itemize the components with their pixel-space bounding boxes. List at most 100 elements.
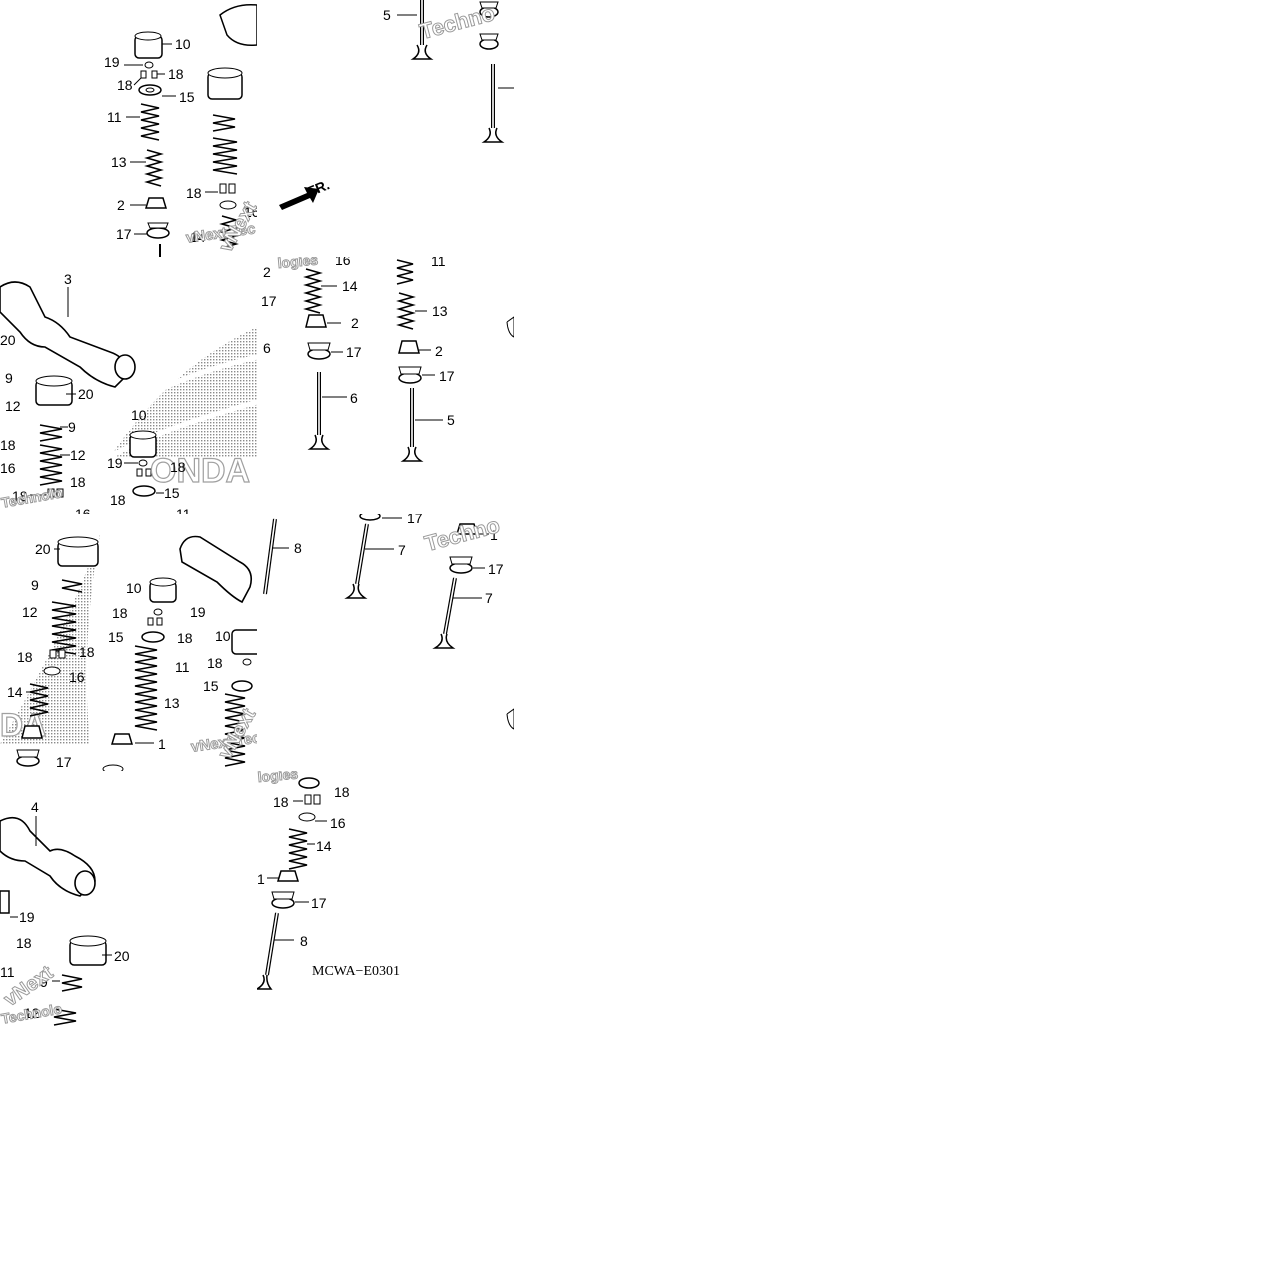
diagram-tile-camshaft-4: 4 19 18 20 11 9 12 vNext Technolo (0, 771, 257, 1028)
callout-18: 18 (12, 488, 28, 504)
callout-18: 18 (70, 474, 86, 490)
callout-13: 13 (164, 695, 180, 711)
callout-12: 12 (22, 604, 38, 620)
callout-18: 18 (110, 492, 126, 508)
callout-2: 2 (435, 343, 443, 359)
diagram-tile-intake-valve-assembly: 10 19 18 18 15 11 13 2 17 14 18 16 vNext… (0, 0, 257, 257)
camshaft-drawing: ONDA (0, 281, 257, 498)
callout-2: 2 (351, 315, 359, 331)
callout-7: 7 (485, 590, 493, 606)
callout-18: 18 (0, 437, 16, 453)
callout-7: 7 (398, 542, 406, 558)
diagram-tile-camshaft-3: ONDA 3 20 9 20 12 10 9 18 12 16 19 18 18… (0, 257, 257, 514)
callout-16: 16 (0, 460, 16, 476)
callout-13: 13 (432, 303, 448, 319)
valve-parts-drawing (124, 3, 257, 257)
callout-10: 10 (126, 580, 142, 596)
callout-17: 17 (346, 344, 362, 360)
callout-12: 12 (5, 398, 21, 414)
callout-20: 20 (0, 332, 16, 348)
callout-18: 18 (112, 605, 128, 621)
callout-18: 18 (168, 66, 184, 82)
callout-18: 18 (177, 630, 193, 646)
callout-13: 13 (111, 154, 127, 170)
callout-19: 19 (190, 604, 206, 620)
callout-11: 11 (0, 964, 15, 980)
callout-18: 18 (273, 794, 289, 810)
callout-15: 15 (179, 89, 195, 105)
callout-18: 18 (16, 935, 32, 951)
callout-14: 14 (316, 838, 332, 854)
callout-8: 8 (300, 933, 308, 949)
diagram-tile-valves-7: 17 7 1 17 7 8 Techno (257, 514, 514, 771)
callout-5: 5 (447, 412, 455, 428)
callout-16: 16 (75, 506, 91, 514)
callout-18: 18 (207, 655, 223, 671)
callout-16: 16 (69, 669, 85, 685)
callout-1: 1 (158, 736, 166, 752)
valve-parts-drawing (303, 259, 514, 462)
callout-17: 17 (407, 514, 423, 526)
honda-logo-letters: ONDA (150, 452, 250, 490)
callout-14: 14 (7, 684, 23, 700)
callout-18: 18 (170, 459, 186, 475)
callout-10: 10 (175, 36, 191, 52)
diagram-tile-valve-column: 5 FR. Techno (257, 0, 514, 257)
callout-17: 17 (261, 293, 277, 309)
callout-6: 6 (263, 340, 271, 356)
callout-3: 3 (64, 271, 72, 287)
camshaft-drawing (0, 816, 112, 1026)
callout-8: 8 (294, 540, 302, 556)
callout-5: 5 (383, 7, 391, 23)
callout-9: 9 (5, 370, 13, 386)
callout-11: 11 (107, 109, 122, 125)
callout-14: 14 (190, 229, 206, 245)
callout-18: 18 (186, 185, 202, 201)
diagram-tile-exhaust-valves: 2 17 6 16 14 2 17 6 11 13 2 17 5 logies (257, 257, 514, 514)
callout-6: 6 (350, 390, 358, 406)
diagram-tile-valve-8: 18 18 16 14 1 17 8 MCWA−E0301 logies (257, 771, 514, 1028)
valve-parts-drawing: DA (0, 534, 257, 771)
callout-11: 11 (176, 506, 191, 514)
callout-15: 15 (164, 485, 180, 501)
callout-14: 14 (342, 278, 358, 294)
callout-15: 15 (108, 629, 124, 645)
callout-1: 1 (257, 871, 265, 887)
callout-9: 9 (40, 974, 48, 990)
callout-11: 11 (431, 257, 446, 269)
valve-parts-drawing (257, 777, 327, 990)
diagram-part-code: MCWA−E0301 (312, 964, 401, 979)
callout-20: 20 (114, 948, 130, 964)
diagram-tile-spring-sets: DA (0, 514, 257, 771)
callout-10: 10 (215, 628, 231, 644)
callout-1: 1 (490, 527, 498, 543)
callout-4: 4 (31, 799, 39, 815)
callout-20: 20 (78, 386, 94, 402)
valve-parts-drawing (279, 0, 514, 210)
callout-16: 16 (335, 257, 351, 268)
callout-16: 16 (244, 204, 257, 220)
callout-12: 12 (24, 1005, 40, 1021)
callout-19: 19 (19, 909, 35, 925)
callout-19: 19 (104, 54, 120, 70)
callout-17: 17 (439, 368, 455, 384)
callout-18: 18 (334, 784, 350, 800)
callout-2: 2 (117, 197, 125, 213)
callout-19: 19 (107, 455, 123, 471)
callout-17: 17 (56, 754, 72, 770)
callout-2: 2 (263, 264, 271, 280)
callout-17: 17 (488, 561, 504, 577)
callout-18: 18 (17, 649, 33, 665)
callout-12: 12 (70, 447, 86, 463)
callout-18: 18 (117, 77, 133, 93)
callout-10: 10 (131, 407, 147, 423)
callout-18: 18 (79, 644, 95, 660)
callout-9: 9 (31, 577, 39, 593)
callout-17: 17 (311, 895, 327, 911)
callout-17: 17 (116, 226, 132, 242)
callout-15: 15 (203, 678, 219, 694)
callout-16: 16 (330, 815, 346, 831)
valve-parts-drawing (263, 514, 514, 730)
callout-11: 11 (175, 659, 190, 675)
